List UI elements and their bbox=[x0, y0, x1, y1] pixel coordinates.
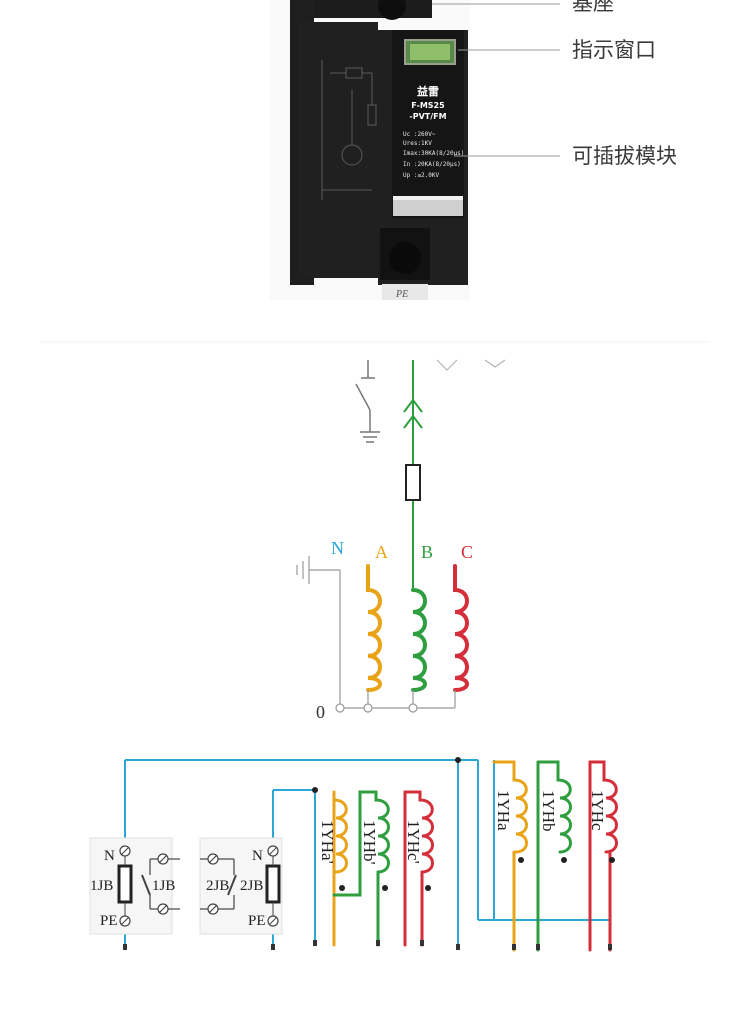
device-model-2: -PVT/FM bbox=[409, 112, 446, 121]
coil-b bbox=[411, 588, 427, 692]
relay-2jb: 2JB N 2JB PE bbox=[200, 845, 281, 929]
relay-2-coil bbox=[265, 864, 281, 904]
device-model-1: F-MS25 bbox=[411, 101, 445, 110]
relay-2-label-right: 2JB bbox=[240, 878, 263, 894]
device-pe-mark: PE bbox=[395, 289, 408, 300]
module-clip bbox=[393, 196, 463, 216]
device-brand: 益雷 bbox=[417, 84, 439, 98]
relay-1jb: N 1JB PE 1JB bbox=[90, 845, 180, 929]
coil-label-1yhc: 1YHc bbox=[588, 790, 607, 831]
callout-base: 基座 bbox=[572, 0, 614, 15]
fuse bbox=[405, 464, 421, 501]
coil-group-left bbox=[332, 790, 434, 947]
coil-c bbox=[453, 564, 469, 692]
disconnect-switch bbox=[355, 360, 380, 443]
relay-2-n-label: N bbox=[252, 848, 263, 864]
relay-2-label-left: 2JB bbox=[206, 878, 229, 894]
device-base-top bbox=[300, 0, 432, 18]
device-spec: Up :≤2.0KV bbox=[403, 172, 440, 179]
relay-1-label-right: 1JB bbox=[152, 878, 175, 894]
device-spec: In :20KA(8/20μs) bbox=[403, 161, 461, 168]
coil-a bbox=[366, 564, 382, 692]
neutral-bus bbox=[335, 690, 456, 713]
callout-indicator-window: 指示窗口 bbox=[572, 38, 656, 62]
device-spec: Imax:30KA(8/20μs) bbox=[403, 150, 464, 157]
relay-1-n-label: N bbox=[104, 848, 115, 864]
device-spec: Ures:1KV bbox=[403, 140, 432, 147]
zero-label: 0 bbox=[316, 702, 325, 722]
coil-label-1yha-prime: 1YHa' bbox=[318, 820, 337, 864]
ground-symbol bbox=[296, 556, 341, 708]
cyan-bus bbox=[124, 759, 610, 950]
relay-1-coil bbox=[117, 864, 133, 904]
coil-label-1yhb: 1YHb bbox=[539, 790, 558, 832]
relay-wiring: N 1JB PE 1JB bbox=[89, 757, 618, 952]
wire-terminals bbox=[123, 940, 612, 950]
relay-1-pe-label: PE bbox=[100, 913, 118, 929]
coil-label-1yhc-prime: 1YHc' bbox=[404, 820, 423, 864]
phase-c-label: C bbox=[461, 542, 473, 562]
surge-protector-photo: 益雷 F-MS25 -PVT/FM Uc :260V~ Ures:1KV Ima… bbox=[270, 0, 470, 300]
relay-1-label-left: 1JB bbox=[90, 878, 113, 894]
coil-label-1yhb-prime: 1YHb' bbox=[360, 820, 379, 865]
phase-b-feeder bbox=[403, 360, 423, 590]
relay-2-pe-label: PE bbox=[248, 913, 266, 929]
device-spec: Uc :260V~ bbox=[403, 131, 436, 138]
coil-group-right bbox=[492, 760, 618, 952]
neutral-label: N bbox=[331, 538, 344, 558]
phase-b-label: B bbox=[421, 542, 433, 562]
transformer-schematic: N A B C 0 bbox=[296, 359, 506, 722]
coil-label-1yha: 1YHa bbox=[494, 790, 513, 831]
callout-pluggable-module: 可插拔模块 bbox=[572, 144, 677, 168]
side-schematic bbox=[321, 60, 377, 200]
device-specs: Uc :260V~ Ures:1KV Imax:30KA(8/20μs) In … bbox=[403, 131, 464, 179]
callout-lines bbox=[432, 3, 560, 157]
phase-a-label: A bbox=[375, 542, 388, 562]
